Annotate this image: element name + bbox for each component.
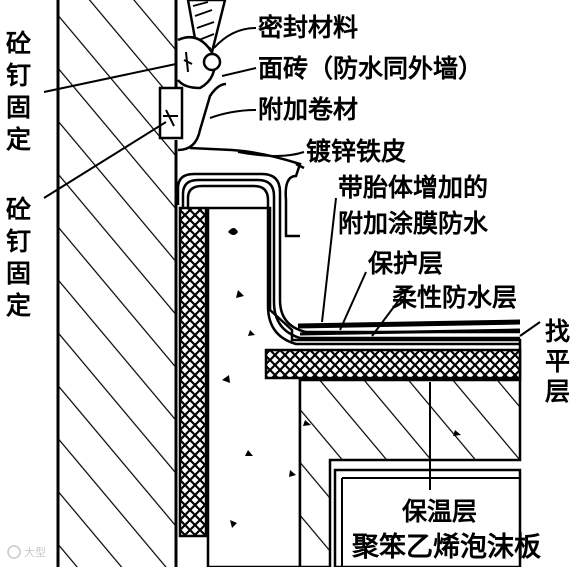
galvanized-flashing xyxy=(177,82,305,238)
watermark-logo-icon xyxy=(7,545,21,559)
label-sealant: 密封材料 xyxy=(258,13,358,42)
label-nail-bottom-1: 砼 xyxy=(6,195,31,224)
nail-anchor-block xyxy=(158,86,184,140)
label-flexible-waterproof: 柔性防水层 xyxy=(392,283,517,312)
insulation-layer-block xyxy=(264,348,522,380)
label-protection-layer: 保护层 xyxy=(367,249,443,278)
label-leveling-3: 层 xyxy=(545,377,570,406)
label-nail-top-4: 定 xyxy=(6,125,31,154)
label-galvanized-sheet: 镀锌铁皮 xyxy=(306,137,406,166)
label-nail-bottom-4: 定 xyxy=(6,291,31,320)
label-nail-bottom-2: 钉 xyxy=(6,227,31,256)
label-leveling-1: 找 xyxy=(545,317,570,346)
watermark-text: 大型 xyxy=(24,545,46,559)
label-eps-board: 聚笨乙烯泡沫板 xyxy=(351,531,541,563)
leader-lines xyxy=(43,27,541,490)
label-extra-membrane: 附加卷材 xyxy=(258,95,358,124)
vertical-eps-board xyxy=(178,206,208,538)
label-nail-bottom-3: 固 xyxy=(6,259,31,288)
label-nail-top-3: 固 xyxy=(6,93,31,122)
sealant-bead xyxy=(177,36,222,90)
label-leveling-2: 平 xyxy=(545,347,570,376)
watermark: 大型 xyxy=(7,545,46,559)
outer-wall xyxy=(56,0,178,567)
label-facing-tile: 面砖（防水同外墙） xyxy=(258,54,483,83)
membrane-layers xyxy=(176,172,521,346)
label-insulation-layer: 保温层 xyxy=(401,497,477,526)
label-reinforced-coating-2: 附加涂膜防水 xyxy=(338,209,489,238)
label-nail-top-2: 钉 xyxy=(6,61,31,90)
label-reinforced-coating-1: 带胎体增加的 xyxy=(338,173,488,202)
label-nail-top-1: 砼 xyxy=(6,29,31,58)
labels: 密封材料 面砖（防水同外墙） 附加卷材 镀锌铁皮 带胎体增加的 附加涂膜防水 保… xyxy=(6,13,570,563)
